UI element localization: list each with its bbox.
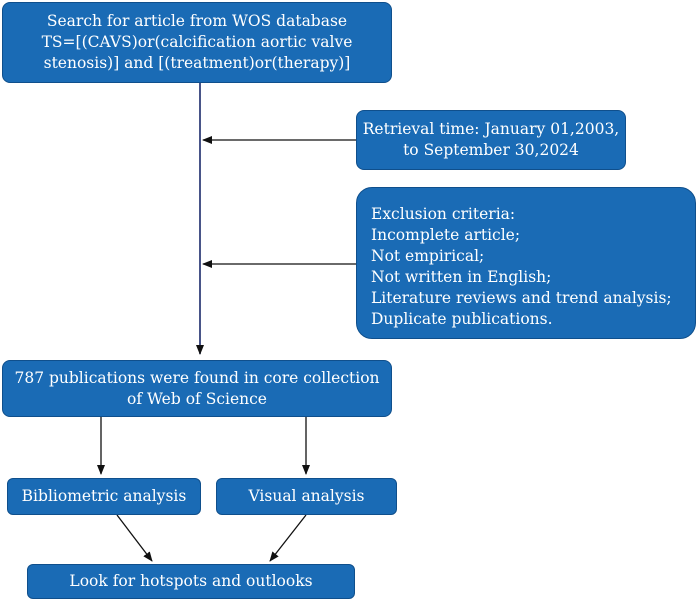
biblio-to-hotspots-arrow — [116, 514, 153, 562]
found-line: of Web of Science — [127, 389, 267, 408]
search-line: stenosis)] and [(treatment)or(therapy)] — [43, 54, 351, 72]
exclusion-item: Not written in English; — [371, 268, 552, 286]
visual-label: Visual analysis — [248, 487, 365, 505]
exclusion-item: Incomplete article; — [371, 226, 521, 244]
exclusion-criteria-box: Exclusion criteria: Incomplete article; … — [356, 187, 696, 339]
publications-found-box: 787 publications were found in core coll… — [2, 360, 392, 417]
bibliometric-label: Bibliometric analysis — [21, 487, 187, 505]
search-box: Search for article from WOS database TS=… — [2, 2, 392, 83]
hotspots-outlooks-box: Look for hotspots and outlooks — [27, 564, 355, 599]
hotspots-label: Look for hotspots and outlooks — [69, 572, 313, 590]
visual-analysis-box: Visual analysis — [216, 478, 397, 515]
retrieval-line: Retrieval time: January 01,2003, — [362, 120, 620, 138]
search-line: Search for article from WOS database — [46, 12, 348, 30]
bibliometric-analysis-box: Bibliometric analysis — [7, 478, 201, 515]
search-line: TS=[(CAVS)or(calcification aortic valve — [41, 33, 353, 51]
exclusion-item: Not empirical; — [371, 247, 485, 265]
retrieval-time-box: Retrieval time: January 01,2003, to Sept… — [356, 110, 626, 170]
visual-to-hotspots-arrow — [269, 514, 307, 562]
exclusion-item: Literature reviews and trend analysis; — [371, 289, 672, 307]
retrieval-line: to September 30,2024 — [403, 141, 579, 159]
exclusion-item: Duplicate publications. — [371, 310, 553, 328]
exclusion-heading: Exclusion criteria: — [371, 205, 516, 223]
found-line: 787 publications were found in core coll… — [14, 368, 380, 387]
